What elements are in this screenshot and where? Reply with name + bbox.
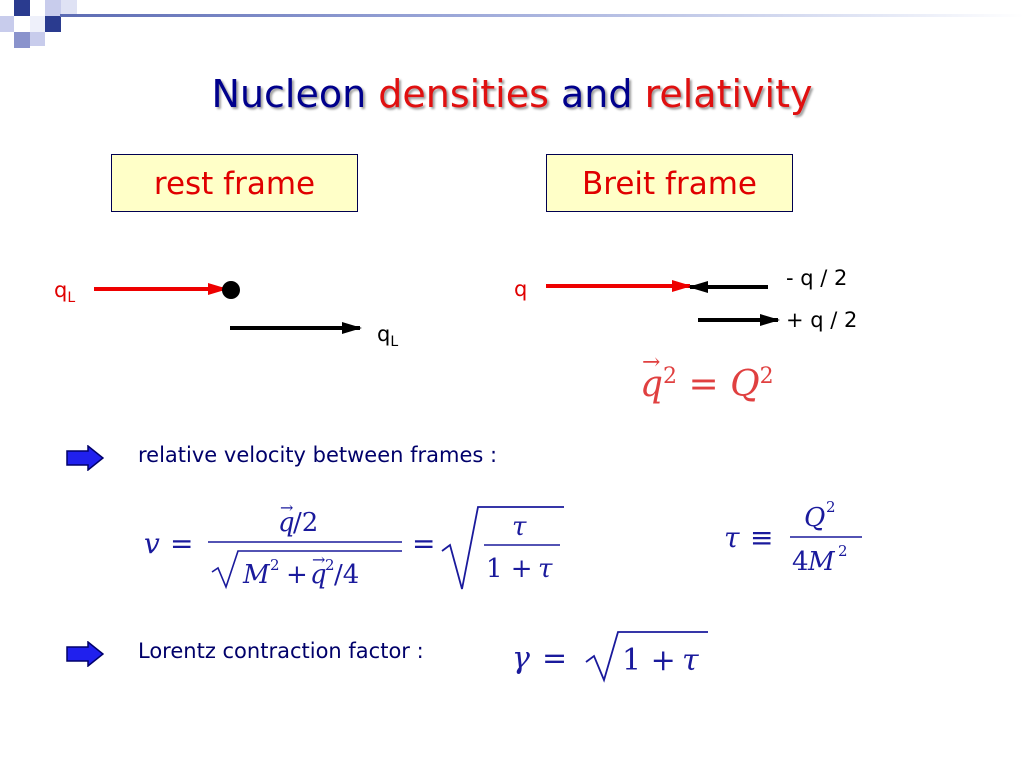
rest-frame-box: rest frame bbox=[111, 154, 358, 212]
title-word-densities: densities bbox=[378, 72, 549, 116]
svg-text:q: q bbox=[310, 560, 327, 590]
svg-text:2: 2 bbox=[325, 556, 335, 574]
svg-text:τ: τ bbox=[538, 554, 553, 584]
svg-text:2: 2 bbox=[270, 556, 280, 574]
svg-text:τ: τ bbox=[724, 521, 740, 554]
deco-square bbox=[45, 16, 61, 32]
svg-text:/2: /2 bbox=[293, 508, 318, 538]
right-arrow-bullet-icon bbox=[66, 445, 104, 471]
right-arrow-bullet-icon bbox=[66, 641, 104, 667]
title-word-and: and bbox=[560, 72, 633, 116]
svg-text:τ: τ bbox=[512, 512, 527, 542]
title-word-nucleon: Nucleon bbox=[211, 72, 367, 116]
svg-text:=: = bbox=[412, 527, 435, 560]
deco-square bbox=[0, 16, 14, 32]
svg-text:τ: τ bbox=[682, 643, 699, 678]
header-bar bbox=[60, 14, 1024, 17]
slide-title: Nucleon densities and relativity bbox=[0, 68, 1024, 120]
deco-square bbox=[61, 0, 77, 16]
deco-square bbox=[45, 0, 61, 16]
breit-plus-half-label: + q / 2 bbox=[786, 308, 858, 332]
gamma-formula: γ = 1 + τ bbox=[512, 631, 708, 683]
svg-text:4: 4 bbox=[792, 547, 809, 577]
svg-text:2: 2 bbox=[838, 542, 848, 560]
q-squared-formula: q→2 = Q2 bbox=[640, 350, 774, 405]
breit-q-label: q bbox=[514, 277, 528, 301]
rest-q-in-label: qL bbox=[54, 278, 76, 307]
breit-frame-box: Breit frame bbox=[546, 154, 793, 212]
nucleon-dot bbox=[222, 281, 240, 299]
svg-text:M: M bbox=[807, 547, 836, 577]
deco-square bbox=[14, 32, 30, 48]
relative-velocity-text: relative velocity between frames : bbox=[138, 443, 498, 467]
svg-text:1 +: 1 + bbox=[622, 643, 676, 678]
svg-text:γ: γ bbox=[512, 641, 530, 676]
svg-text:≡: ≡ bbox=[750, 521, 773, 554]
deco-square bbox=[14, 0, 30, 16]
svg-text:2: 2 bbox=[826, 498, 836, 516]
svg-text:M: M bbox=[242, 560, 271, 590]
svg-text:→: → bbox=[280, 498, 293, 517]
velocity-formula: v = q → /2 M 2 + q → 2 /4 = τ 1 + τ bbox=[144, 498, 564, 590]
title-word-relativity: relativity bbox=[644, 72, 813, 116]
decorative-header bbox=[0, 0, 1024, 60]
svg-text:=: = bbox=[170, 527, 193, 560]
svg-text:q: q bbox=[278, 508, 295, 538]
rest-q-out-label: qL bbox=[377, 322, 399, 351]
breit-minus-half-label: - q / 2 bbox=[786, 266, 848, 290]
frame-diagram bbox=[94, 280, 780, 334]
svg-text:/4: /4 bbox=[334, 560, 359, 590]
svg-text:Q: Q bbox=[804, 503, 825, 533]
svg-text:+: + bbox=[286, 560, 308, 590]
deco-square bbox=[30, 32, 45, 46]
svg-text:=: = bbox=[542, 641, 567, 676]
svg-text:1 +: 1 + bbox=[486, 554, 533, 584]
tau-definition-formula: τ ≡ Q 2 4 M 2 bbox=[724, 498, 862, 577]
svg-text:v: v bbox=[144, 527, 160, 560]
lorentz-factor-text: Lorentz contraction factor : bbox=[138, 639, 424, 663]
deco-square bbox=[30, 16, 45, 32]
svg-text:→: → bbox=[312, 550, 325, 569]
